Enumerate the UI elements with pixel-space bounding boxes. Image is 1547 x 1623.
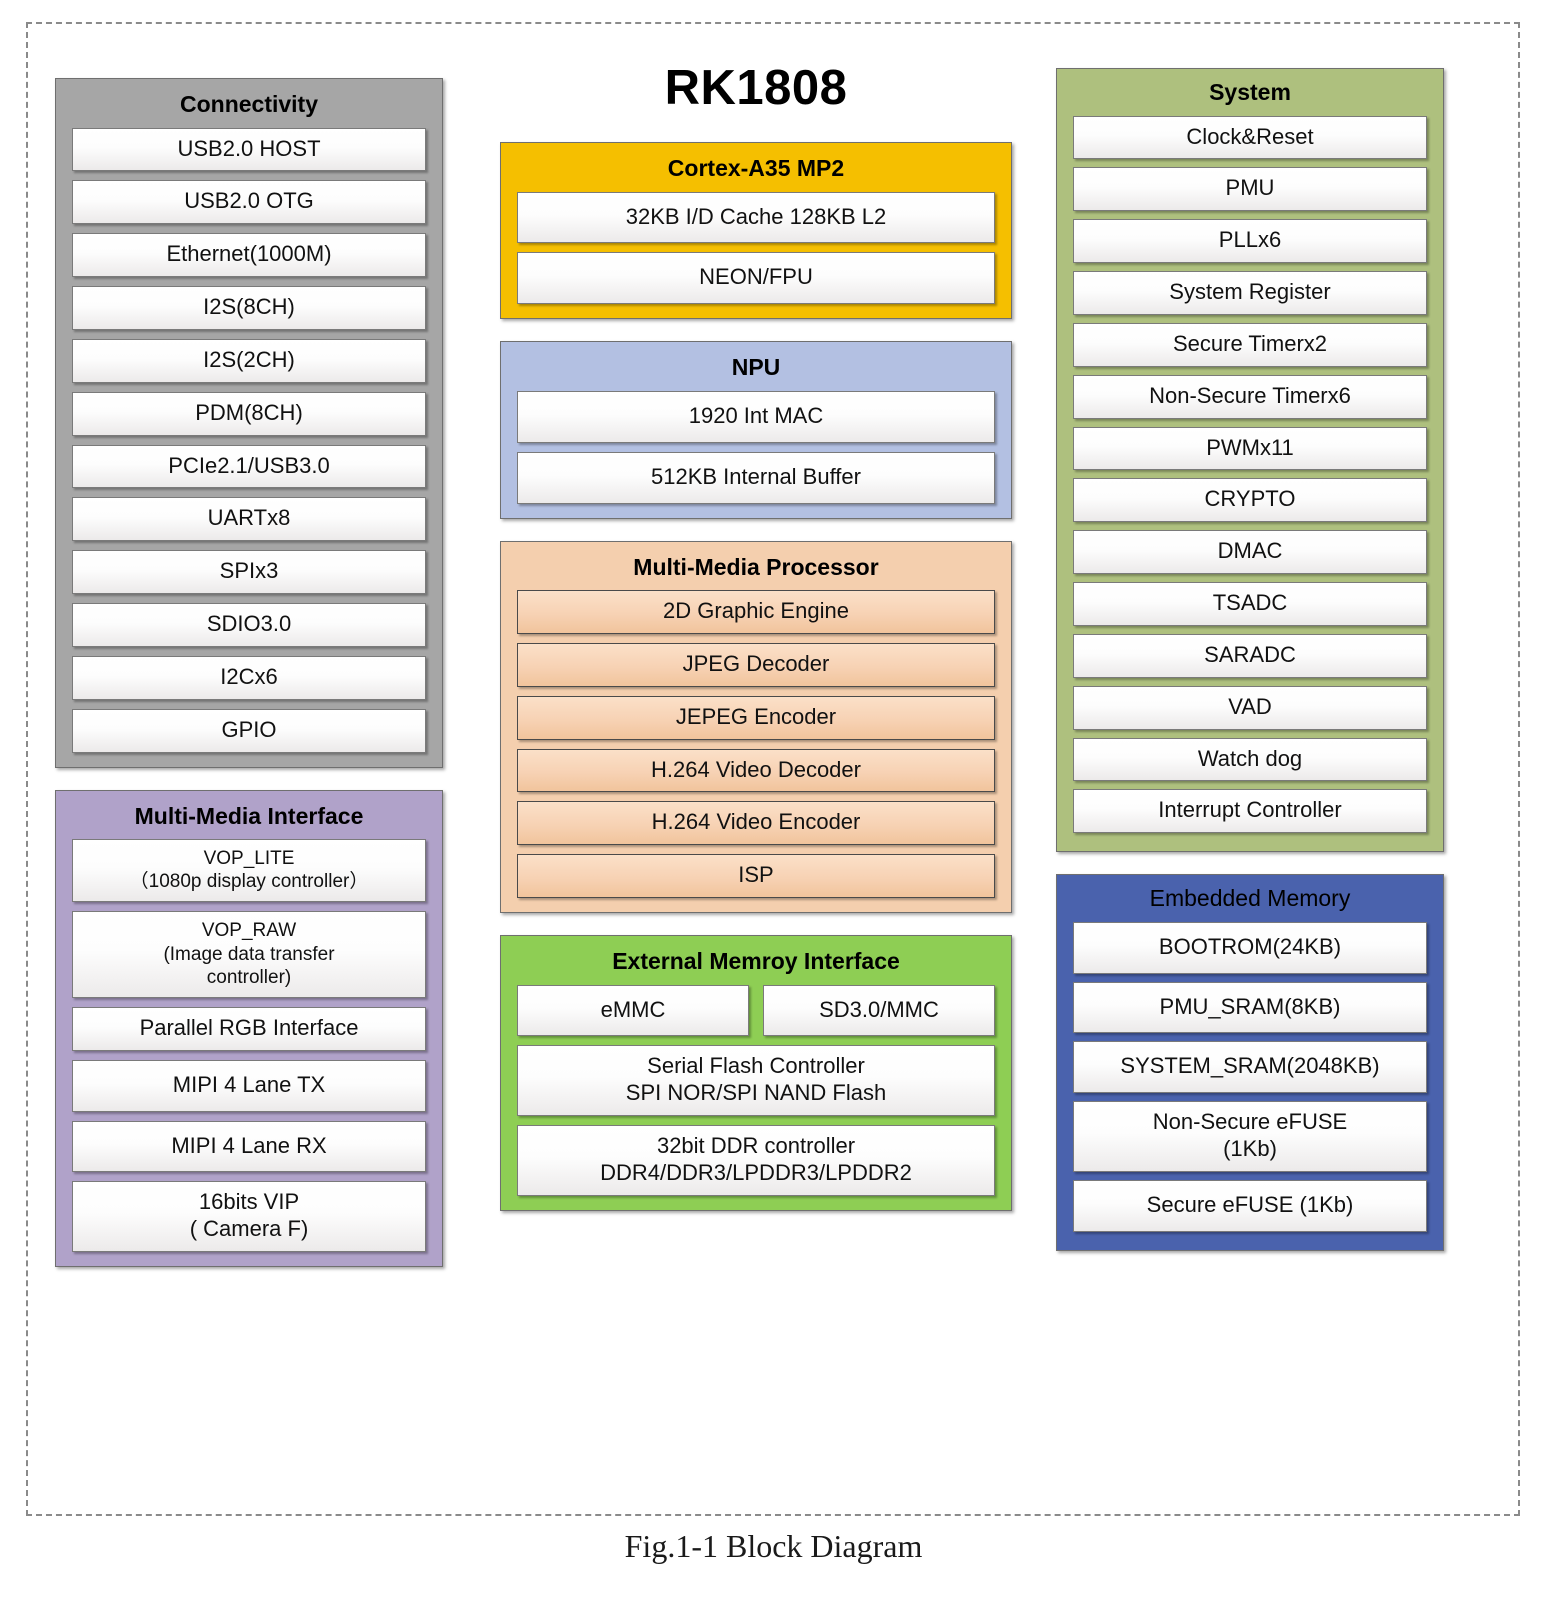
- block-pmu-sram[interactable]: PMU_SRAM(8KB): [1073, 981, 1427, 1034]
- panel-cortex-a35-title: Cortex-A35 MP2: [667, 155, 845, 181]
- block-serial-flash-controller[interactable]: Serial Flash Controller SPI NOR/SPI NAND…: [517, 1045, 995, 1117]
- block-spix3[interactable]: SPIx3: [72, 550, 426, 595]
- block-ddr-controller[interactable]: 32bit DDR controller DDR4/DDR3/LPDDR3/LP…: [517, 1125, 995, 1196]
- block-interrupt-controller[interactable]: Interrupt Controller: [1073, 789, 1427, 834]
- block-system-register[interactable]: System Register: [1073, 271, 1427, 315]
- block-h264-video-decoder[interactable]: H.264 Video Decoder: [517, 748, 995, 793]
- panel-connectivity-title: Connectivity: [179, 91, 319, 117]
- panel-npu: NPU 1920 Int MAC 512KB Internal Buffer: [500, 341, 1012, 519]
- panel-multimedia-interface: Multi-Media Interface VOP_LITE （1080p di…: [55, 789, 443, 1268]
- block-pllx6[interactable]: PLLx6: [1073, 219, 1427, 264]
- block-sd30-mmc[interactable]: SD3.0/MMC: [763, 984, 995, 1037]
- panel-connectivity: Connectivity USB2.0 HOST USB2.0 OTG Ethe…: [55, 78, 443, 768]
- panel-multimedia-processor-title: Multi-Media Processor: [633, 553, 879, 580]
- external-memory-row: eMMC SD3.0/MMC: [517, 984, 995, 1046]
- block-isp[interactable]: ISP: [517, 854, 995, 899]
- panel-npu-title: NPU: [731, 354, 781, 381]
- figure-caption: Fig.1-1 Block Diagram: [624, 1528, 923, 1564]
- block-16bits-vip[interactable]: 16bits VIP ( Camera F): [72, 1181, 426, 1253]
- block-pwmx11[interactable]: PWMx11: [1073, 426, 1427, 471]
- block-pmu[interactable]: PMU: [1073, 167, 1427, 212]
- block-system-sram[interactable]: SYSTEM_SRAM(2048KB): [1073, 1041, 1427, 1094]
- block-internal-buffer[interactable]: 512KB Internal Buffer: [517, 451, 995, 504]
- panel-system-title: System: [1209, 79, 1291, 105]
- center-column: RK1808 Cortex-A35 MP2 32KB I/D Cache 128…: [500, 60, 1012, 1233]
- block-neon-fpu[interactable]: NEON/FPU: [517, 252, 995, 305]
- block-non-secure-efuse[interactable]: Non-Secure eFUSE (1Kb): [1073, 1101, 1427, 1172]
- block-secure-efuse[interactable]: Secure eFUSE (1Kb): [1073, 1179, 1427, 1232]
- block-i2s-8ch[interactable]: I2S(8CH): [72, 286, 426, 330]
- right-column: System Clock&Reset PMU PLLx6 System Regi…: [1056, 68, 1444, 1273]
- block-h264-video-encoder[interactable]: H.264 Video Encoder: [517, 801, 995, 846]
- panel-external-memory-interface-title: External Memroy Interface: [612, 948, 900, 975]
- block-ethernet[interactable]: Ethernet(1000M): [72, 233, 426, 278]
- panel-embedded-memory-title: Embedded Memory: [1149, 885, 1351, 912]
- block-pdm-8ch[interactable]: PDM(8CH): [72, 391, 426, 436]
- block-jpeg-decoder[interactable]: JPEG Decoder: [517, 642, 995, 687]
- block-usb20-otg[interactable]: USB2.0 OTG: [72, 180, 426, 225]
- block-mipi-4-lane-tx[interactable]: MIPI 4 Lane TX: [72, 1059, 426, 1112]
- page-title: RK1808: [664, 61, 848, 115]
- panel-embedded-memory: Embedded Memory BOOTROM(24KB) PMU_SRAM(8…: [1056, 874, 1444, 1251]
- block-gpio[interactable]: GPIO: [72, 708, 426, 753]
- block-parallel-rgb[interactable]: Parallel RGB Interface: [72, 1006, 426, 1051]
- block-sdio30[interactable]: SDIO3.0: [72, 603, 426, 647]
- block-secure-timerx2[interactable]: Secure Timerx2: [1073, 322, 1427, 367]
- block-clock-reset[interactable]: Clock&Reset: [1073, 115, 1427, 160]
- block-vop-lite[interactable]: VOP_LITE （1080p display controller）: [72, 839, 426, 903]
- block-2d-graphic-engine[interactable]: 2D Graphic Engine: [517, 590, 995, 634]
- panel-cortex-a35: Cortex-A35 MP2 32KB I/D Cache 128KB L2 N…: [500, 142, 1012, 320]
- block-saradc[interactable]: SARADC: [1073, 633, 1427, 678]
- left-column: Connectivity USB2.0 HOST USB2.0 OTG Ethe…: [55, 78, 443, 1289]
- block-bootrom[interactable]: BOOTROM(24KB): [1073, 921, 1427, 974]
- block-dmac[interactable]: DMAC: [1073, 530, 1427, 575]
- block-int-mac[interactable]: 1920 Int MAC: [517, 390, 995, 443]
- block-pcie-usb3[interactable]: PCIe2.1/USB3.0: [72, 444, 426, 489]
- block-vop-raw[interactable]: VOP_RAW (Image data transfer controller): [72, 911, 426, 998]
- panel-system: System Clock&Reset PMU PLLx6 System Regi…: [1056, 68, 1444, 853]
- block-vad[interactable]: VAD: [1073, 685, 1427, 730]
- block-mipi-4-lane-rx[interactable]: MIPI 4 Lane RX: [72, 1120, 426, 1173]
- panel-multimedia-processor: Multi-Media Processor 2D Graphic Engine …: [500, 540, 1012, 914]
- block-tsadc[interactable]: TSADC: [1073, 582, 1427, 626]
- block-non-secure-timerx6[interactable]: Non-Secure Timerx6: [1073, 374, 1427, 419]
- panel-multimedia-interface-title: Multi-Media Interface: [134, 802, 364, 829]
- block-cache[interactable]: 32KB I/D Cache 128KB L2: [517, 191, 995, 244]
- block-jpeg-encoder[interactable]: JEPEG Encoder: [517, 695, 995, 740]
- block-watch-dog[interactable]: Watch dog: [1073, 737, 1427, 782]
- block-usb20-host[interactable]: USB2.0 HOST: [72, 127, 426, 172]
- block-crypto[interactable]: CRYPTO: [1073, 478, 1427, 523]
- block-uartx8[interactable]: UARTx8: [72, 497, 426, 542]
- panel-external-memory-interface: External Memroy Interface eMMC SD3.0/MMC…: [500, 935, 1012, 1211]
- block-emmc[interactable]: eMMC: [517, 984, 749, 1037]
- block-i2cx6[interactable]: I2Cx6: [72, 655, 426, 700]
- block-i2s-2ch[interactable]: I2S(2CH): [72, 338, 426, 383]
